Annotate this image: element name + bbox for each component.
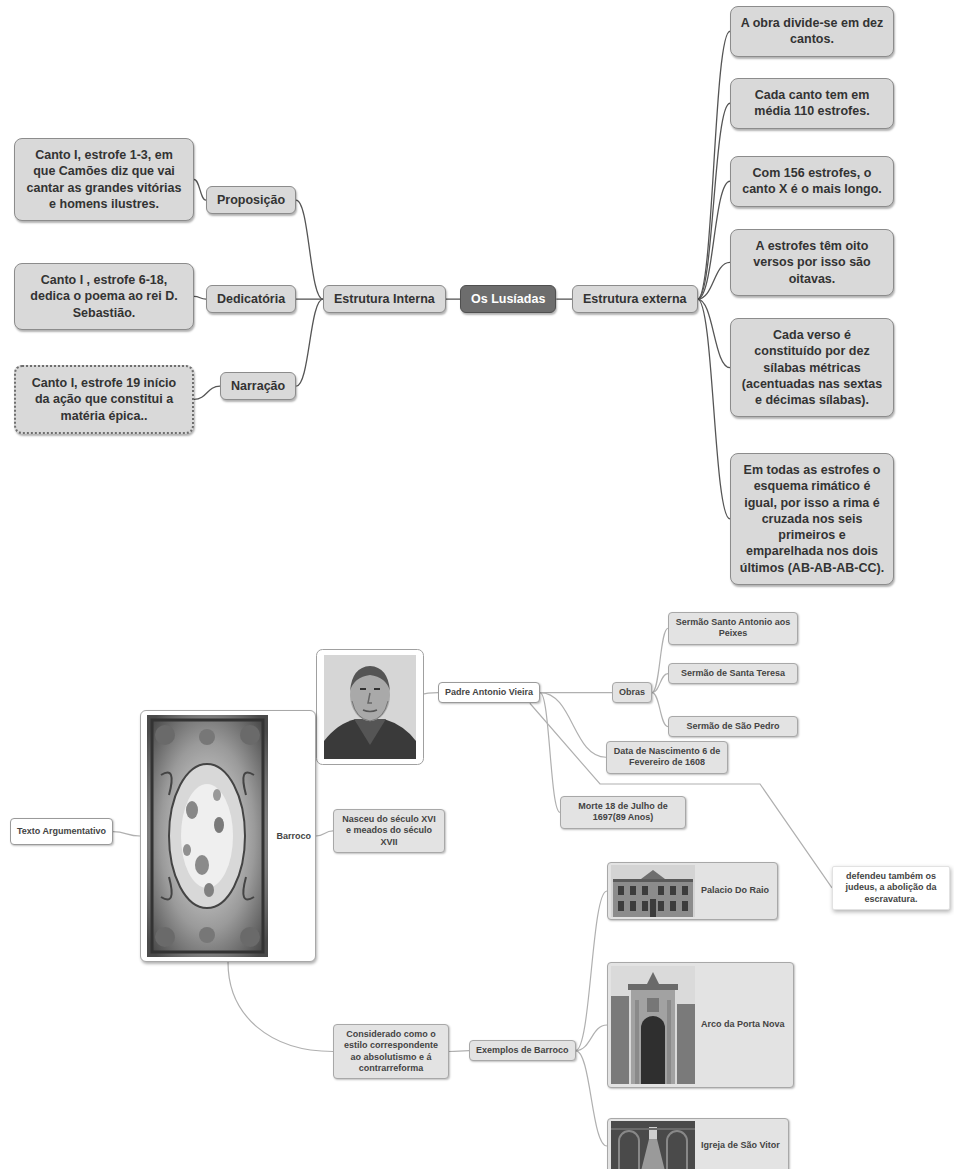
connector [698,262,730,299]
node-text: Narração [231,378,285,394]
node-text: Obras [619,687,645,698]
node-text: Os Lusíadas [471,291,545,307]
connector [576,1051,607,1146]
mind-map-node: Estrutura externa [572,285,698,313]
mind-map-node: Arco da Porta Nova [607,962,794,1088]
connector [652,693,668,727]
node-text: A estrofes têm oito versos por isso são … [739,238,885,287]
mind-map-node: Considerado como o estilo correspondente… [333,1024,449,1079]
connector [540,693,560,813]
connector [698,31,730,299]
node-text: Canto I, estrofe 19 início da ação que c… [24,375,184,424]
mind-map-node: Os Lusíadas [460,285,556,313]
palace-thumbnail [611,865,695,917]
mind-map-node: Igreja de São Vitor [607,1118,789,1169]
node-text: Texto Argumentativo [17,826,106,837]
baroque-fresco [147,715,268,957]
mind-map-node: Narração [220,372,296,400]
node-text: Palacio Do Raio [701,885,769,896]
node-text: Padre Antonio Vieira [445,687,533,698]
mind-map-node: Obras [612,682,652,703]
mind-map-node: Nasceu do século XVI e meados do século … [333,809,445,853]
mind-map-node: Sermão de São Pedro [668,716,798,737]
mind-map-node: Data de Nascimento 6 de Fevereiro de 160… [606,741,728,774]
mind-map-node: Palacio Do Raio [607,862,778,920]
mind-map-node: Canto I, estrofe 19 início da ação que c… [14,365,194,434]
connector [316,831,333,836]
connector [556,298,572,299]
connector [296,200,323,299]
mind-map-node: Em todas as estrofes o esquema rimático … [730,453,894,585]
connector [113,832,140,836]
connector [540,692,612,693]
node-text: Igreja de São Vitor [701,1140,780,1151]
mind-map-node: Morte 18 de Julho de 1697(89 Anos) [560,796,686,829]
mind-map-node: Canto I, estrofe 1-3, em que Camões diz … [14,138,194,221]
mind-map-node: Sermão Santo Antonio aos Peixes [668,612,798,645]
node-text: Sermão Santo Antonio aos Peixes [675,617,791,640]
connector [530,703,832,888]
node-text: Em todas as estrofes o esquema rimático … [739,462,885,576]
node-text: Cada verso é constituído por dez sílabas… [739,327,885,408]
arch-thumbnail [611,966,695,1084]
node-text: Canto I , estrofe 6-18, dedica o poema a… [23,272,185,321]
mind-map-node: Sermão de Santa Teresa [668,663,798,684]
node-text: Arco da Porta Nova [701,1019,785,1030]
mind-map-node: Barroco [140,710,316,962]
node-text: Nasceu do século XVI e meados do século … [340,814,438,848]
node-text: Com 156 estrofes, o canto X é o mais lon… [739,165,885,198]
connector [194,386,220,399]
node-text: Dedicatória [217,291,285,307]
portrait-picture [316,649,424,765]
connector [576,891,607,1051]
node-text: Estrutura externa [583,291,687,307]
connector [296,299,323,386]
node-text: Morte 18 de Julho de 1697(89 Anos) [567,801,679,824]
node-text: Cada canto tem em média 110 estrofes. [739,87,885,120]
mind-map-node: Dedicatória [206,285,296,313]
connector [652,628,668,692]
mind-map-node: Texto Argumentativo [10,818,113,845]
connector [296,298,323,299]
node-text: Sermão de São Pedro [675,721,791,732]
node-text: Barroco [276,831,311,841]
church-thumbnail [611,1121,695,1169]
mind-map-node: Cada canto tem em média 110 estrofes. [730,78,894,129]
mind-map-node: Exemplos de Barroco [469,1040,576,1061]
connector [698,299,730,368]
connector [698,103,730,299]
mind-map-node: Padre Antonio Vieira [438,682,540,703]
mind-map-node: Com 156 estrofes, o canto X é o mais lon… [730,156,894,207]
node-text: A obra divide-se em dez cantos. [739,15,885,48]
node-text: Considerado como o estilo correspondente… [340,1029,442,1074]
connector [446,298,460,299]
connector [194,296,206,299]
mind-map-node: Estrutura Interna [323,285,446,313]
connector [194,180,206,201]
mind-map-node: defendeu também os judeus, a abolição da… [832,866,950,910]
connector [576,1025,607,1051]
mind-map-node: A obra divide-se em dez cantos. [730,6,894,57]
mind-map-node: Cada verso é constituído por dez sílabas… [730,318,894,417]
connector [652,674,668,693]
node-text: Sermão de Santa Teresa [675,668,791,679]
mind-map-node: Canto I , estrofe 6-18, dedica o poema a… [14,263,194,330]
node-text: Data de Nascimento 6 de Fevereiro de 160… [613,746,721,769]
node-text: Exemplos de Barroco [476,1045,569,1056]
node-text: defendeu também os judeus, a abolição da… [839,871,943,905]
node-text: Canto I, estrofe 1-3, em que Camões diz … [23,147,185,212]
node-text: Estrutura Interna [334,291,435,307]
node-text: Proposição [217,192,285,208]
mind-map-node: A estrofes têm oito versos por isso são … [730,229,894,296]
connector [698,181,730,299]
connector [449,1050,469,1052]
connector [698,299,730,519]
mind-map-node: Proposição [206,186,296,214]
connector [228,962,333,1052]
